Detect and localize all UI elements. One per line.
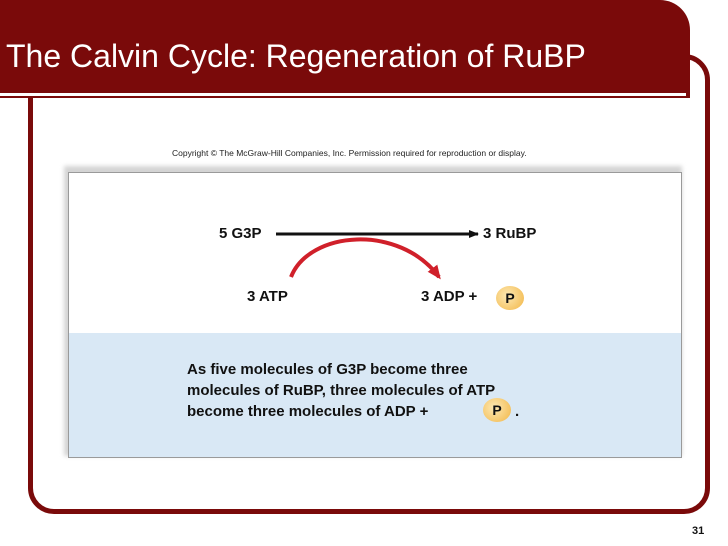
caption-line-3-text: become three molecules of ADP + [187,403,429,420]
copyright-notice: Copyright © The McGraw-Hill Companies, I… [172,148,527,158]
phosphate-icon: P [496,286,524,310]
caption-line-1: As five molecules of G3P become three [187,361,468,378]
slide-number: 31 [692,525,705,537]
label-energy-in: 3 ATP [247,288,288,305]
label-product: 3 RuBP [483,225,537,242]
diagram-arrows [276,230,479,280]
caption-text: As five molecules of G3P become three mo… [187,359,607,422]
label-reactant: 5 G3P [219,225,262,242]
caption-line-2: molecules of RuBP, three molecules of AT… [187,382,496,399]
figure-panel: 5 G3P 3 RuBP 3 ATP 3 ADP + P As five mol… [68,172,682,458]
title-rule [0,93,686,96]
caption-period: . [515,403,520,420]
caption-phosphate-icon: P [483,398,511,422]
label-energy-out: 3 ADP + [421,288,478,305]
title-bar: The Calvin Cycle: Regeneration of RuBP [0,0,690,98]
caption-line-3: become three molecules of ADP + P . [187,398,607,422]
caption-area [69,333,681,457]
energy-arrow [289,237,441,280]
slide-title: The Calvin Cycle: Regeneration of RuBP [6,38,586,74]
